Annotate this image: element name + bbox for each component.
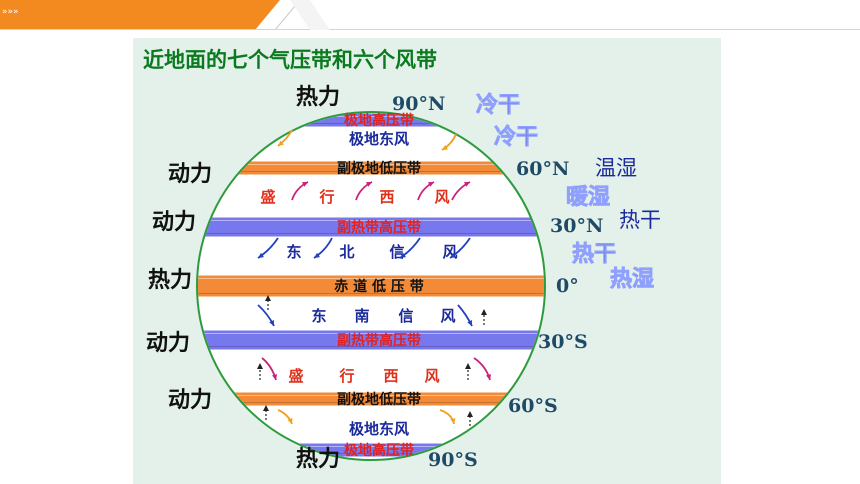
arrow-head-icon [269,320,274,326]
wind-belt-label: 盛 [288,367,303,385]
latitude-label: 60°S [508,395,558,417]
arrow-head-icon [467,320,472,326]
arrow-head-icon [428,182,434,187]
wind-belt-label: 东 [286,243,301,261]
cause-label: 动力 [152,210,196,235]
climate-label: 暖湿 [566,185,610,210]
wind-belt-label: 西 [383,367,398,385]
arrow-head-icon [257,363,263,369]
arrow-head-icon [302,182,308,187]
pressure-belt-label: 副极地低压带 [337,160,421,177]
arrow-head-icon [467,411,473,417]
arrow-head-icon [400,252,406,258]
chevrons-icon: »»» [2,7,19,17]
arrow-head-icon [272,374,278,380]
arrow-head-icon [481,309,487,315]
climate-label: 温湿 [595,156,637,180]
arrow-head-icon [287,418,293,424]
slide-top-bar: »»» [0,0,860,30]
cause-label: 热力 [296,84,340,110]
climate-label: 冷干 [476,92,520,118]
arrow-head-icon [465,363,471,369]
arrow-head-icon [265,295,271,301]
pressure-belt-band [198,217,544,237]
cause-label: 动力 [168,388,212,413]
pressure-belt-band [198,275,544,297]
latitude-label: 90°S [428,449,478,471]
arrow-head-icon [314,252,320,258]
arrow-head-icon [450,252,456,258]
wind-belt-label: 风 [434,188,449,206]
climate-label: 冷干 [494,124,538,150]
pressure-belt-label: 副热带高压带 [337,332,421,349]
arrow-head-icon [450,418,456,424]
pressure-belt-label: 副极地低压带 [337,391,421,408]
latitude-label: 90°N [392,93,445,115]
globe-outline [196,111,546,461]
wind-belt-label: 信 [398,307,413,325]
arrow-head-icon [442,144,448,150]
arrow-head-icon [278,140,284,146]
climate-label: 热湿 [610,266,654,292]
cause-label: 热力 [148,267,192,293]
wind-belt-label: 极地东风 [349,420,409,438]
arrow-head-icon [366,182,372,187]
wind-belt-label: 风 [424,367,439,385]
pressure-belt-band [198,330,544,350]
latitude-label: 30°N [550,215,603,237]
wind-belt-label: 极地东风 [349,130,409,148]
cause-label: 动力 [146,331,190,356]
climate-label: 热干 [619,208,661,232]
wind-belt-label: 西 [379,188,394,206]
wind-belt-label: 风 [442,243,457,261]
pressure-belt-band [198,161,544,175]
wind-belt-label: 盛 [260,188,275,206]
pressure-belt-band [198,392,544,406]
wind-belt-label: 北 [339,243,354,261]
cause-label: 动力 [168,162,212,187]
diagram-title: 近地面的七个气压带和六个风带 [143,48,437,72]
arrow-head-icon [464,182,470,187]
wind-belt-label: 信 [389,243,404,261]
latitude-label: 0° [556,275,579,297]
cause-label: 热力 [296,446,340,472]
latitude-label: 30°S [538,331,588,353]
pressure-belt-label: 极地高压带 [344,112,414,129]
arrow-head-icon [258,252,264,258]
arrow-head-icon [263,405,269,411]
arrow-head-icon [486,374,492,380]
pressure-belt-label: 赤 道 低 压 带 [334,278,424,295]
wind-belt-label: 南 [354,307,369,325]
wind-belt-label: 风 [440,307,455,325]
climate-label: 热干 [572,241,616,267]
latitude-label: 60°N [516,158,569,180]
wind-belt-label: 行 [338,367,354,385]
wind-belt-label: 东 [311,307,326,325]
pressure-belt-label: 副热带高压带 [337,219,421,236]
wind-belt-label: 行 [318,188,334,206]
pressure-belt-label: 极地高压带 [344,442,414,459]
